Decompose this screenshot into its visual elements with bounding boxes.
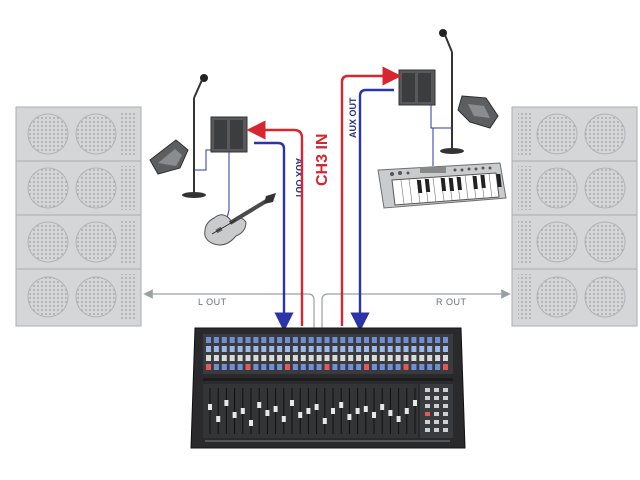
l-out-line (143, 289, 315, 328)
ch3-in-right-line (340, 66, 402, 326)
ch3-in-left-line (246, 120, 304, 326)
electric-guitar-icon (204, 193, 276, 246)
microphone-stand-left-icon (182, 74, 211, 198)
speaker-stack-right-icon (511, 106, 638, 327)
speaker-stack-left-icon (15, 106, 142, 327)
r-out-line (321, 289, 511, 328)
aux-out-right-label: AUX OUT (348, 97, 358, 138)
mixing-console-icon (190, 327, 466, 449)
wedge-monitor-right-icon (457, 95, 499, 129)
ch3-in-label: CH3 IN (314, 134, 331, 186)
stage-monitor-left-icon (210, 116, 248, 223)
stage-monitor-right-icon (398, 69, 436, 106)
r-out-label: R OUT (436, 297, 467, 307)
l-out-label: L OUT (198, 297, 227, 307)
microphone-stand-right-icon (430, 29, 464, 154)
aux-out-right-line (350, 88, 394, 332)
wedge-monitor-left-icon (149, 139, 189, 175)
keyboard-synth-icon (377, 128, 507, 209)
aux-out-left-line (254, 141, 294, 332)
aux-out-left-label: AUX OUT (294, 158, 304, 199)
